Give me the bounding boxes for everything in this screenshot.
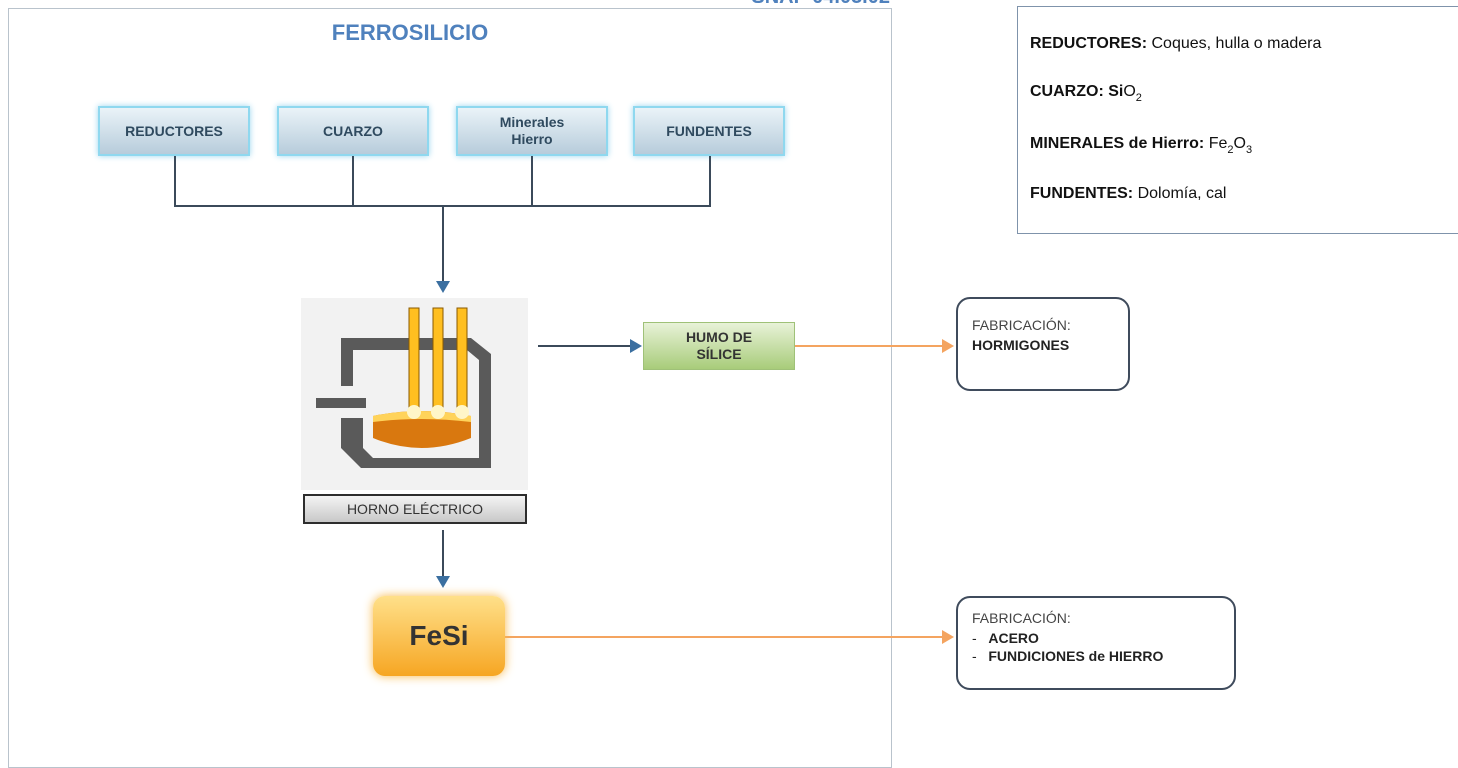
legend-cuarzo-si: Si xyxy=(1108,83,1124,100)
product-fesi: FeSi xyxy=(373,596,505,676)
furnace-icon xyxy=(301,298,528,490)
legend-fundentes: FUNDENTES: Dolomía, cal xyxy=(1030,185,1226,203)
byproduct-humo-silice: HUMO DE SÍLICE xyxy=(643,322,795,370)
electric-furnace-illustration xyxy=(301,298,528,490)
legend-reductores-value: Coques, hulla o madera xyxy=(1151,35,1322,52)
arrow-head-uses xyxy=(942,630,954,644)
furnace-label: HORNO ELÉCTRICO xyxy=(303,494,527,524)
arrow-head-hormigones xyxy=(942,339,954,353)
legend-minerales-key: MINERALES de Hierro: xyxy=(1030,135,1205,152)
output-use-fundiciones: FUNDICIONES de HIERRO xyxy=(988,648,1164,664)
connector-reductores xyxy=(174,156,176,207)
input-minerales-hierro: Minerales Hierro xyxy=(456,106,608,156)
legend-box: REDUCTORES: Coques, hulla o madera CUARZ… xyxy=(1017,6,1458,234)
input-reductores: REDUCTORES xyxy=(98,106,250,156)
legend-cuarzo-o: O xyxy=(1123,83,1136,100)
diagram-title: FERROSILICIO xyxy=(331,20,489,45)
legend-cuarzo-sub: 2 xyxy=(1135,92,1142,104)
legend-fundentes-value: Dolomía, cal xyxy=(1137,185,1227,202)
snap-code: SNAP 04.03.02 xyxy=(700,0,890,9)
output-hormigones-item: HORMIGONES xyxy=(972,337,1070,353)
legend-minerales-sub1: 2 xyxy=(1227,144,1234,156)
legend-fundentes-key: FUNDENTES: xyxy=(1030,185,1134,202)
legend-minerales: MINERALES de Hierro: Fe2O3 xyxy=(1030,135,1252,156)
arrow-head-fesi xyxy=(436,576,450,588)
output-hormigones: FABRICACIÓN: HORMIGONES xyxy=(956,297,1130,391)
connector-cuarzo xyxy=(352,156,354,207)
legend-minerales-sub2: 3 xyxy=(1245,144,1253,156)
output-use-item: - ACERO xyxy=(972,630,1039,646)
arrow-head-furnace xyxy=(436,281,450,293)
output-hormigones-heading: FABRICACIÓN: xyxy=(972,317,1071,333)
legend-reductores-key: REDUCTORES: xyxy=(1030,35,1148,52)
legend-reductores: REDUCTORES: Coques, hulla o madera xyxy=(1030,35,1321,53)
legend-cuarzo-key: CUARZO: xyxy=(1030,83,1104,100)
input-fundentes: FUNDENTES xyxy=(633,106,785,156)
legend-minerales-fe: Fe xyxy=(1208,135,1228,152)
output-use-item: - FUNDICIONES de HIERRO xyxy=(972,648,1164,664)
legend-minerales-o: O xyxy=(1233,135,1246,152)
byproduct-label: HUMO DE SÍLICE xyxy=(685,329,753,362)
input-cuarzo: CUARZO xyxy=(277,106,429,156)
input-minerales-hierro-label: Minerales Hierro xyxy=(499,114,565,147)
output-fesi-uses: FABRICACIÓN: - ACERO - FUNDICIONES de HI… xyxy=(956,596,1236,690)
arrows-layer xyxy=(436,206,954,644)
output-use-acero: ACERO xyxy=(988,630,1039,646)
connector-minerales xyxy=(531,156,533,207)
output-fesi-heading: FABRICACIÓN: xyxy=(972,610,1071,626)
connector-fundentes xyxy=(709,156,711,207)
arrow-head-humo xyxy=(630,339,642,353)
legend-cuarzo: CUARZO: SiO2 xyxy=(1030,83,1142,104)
